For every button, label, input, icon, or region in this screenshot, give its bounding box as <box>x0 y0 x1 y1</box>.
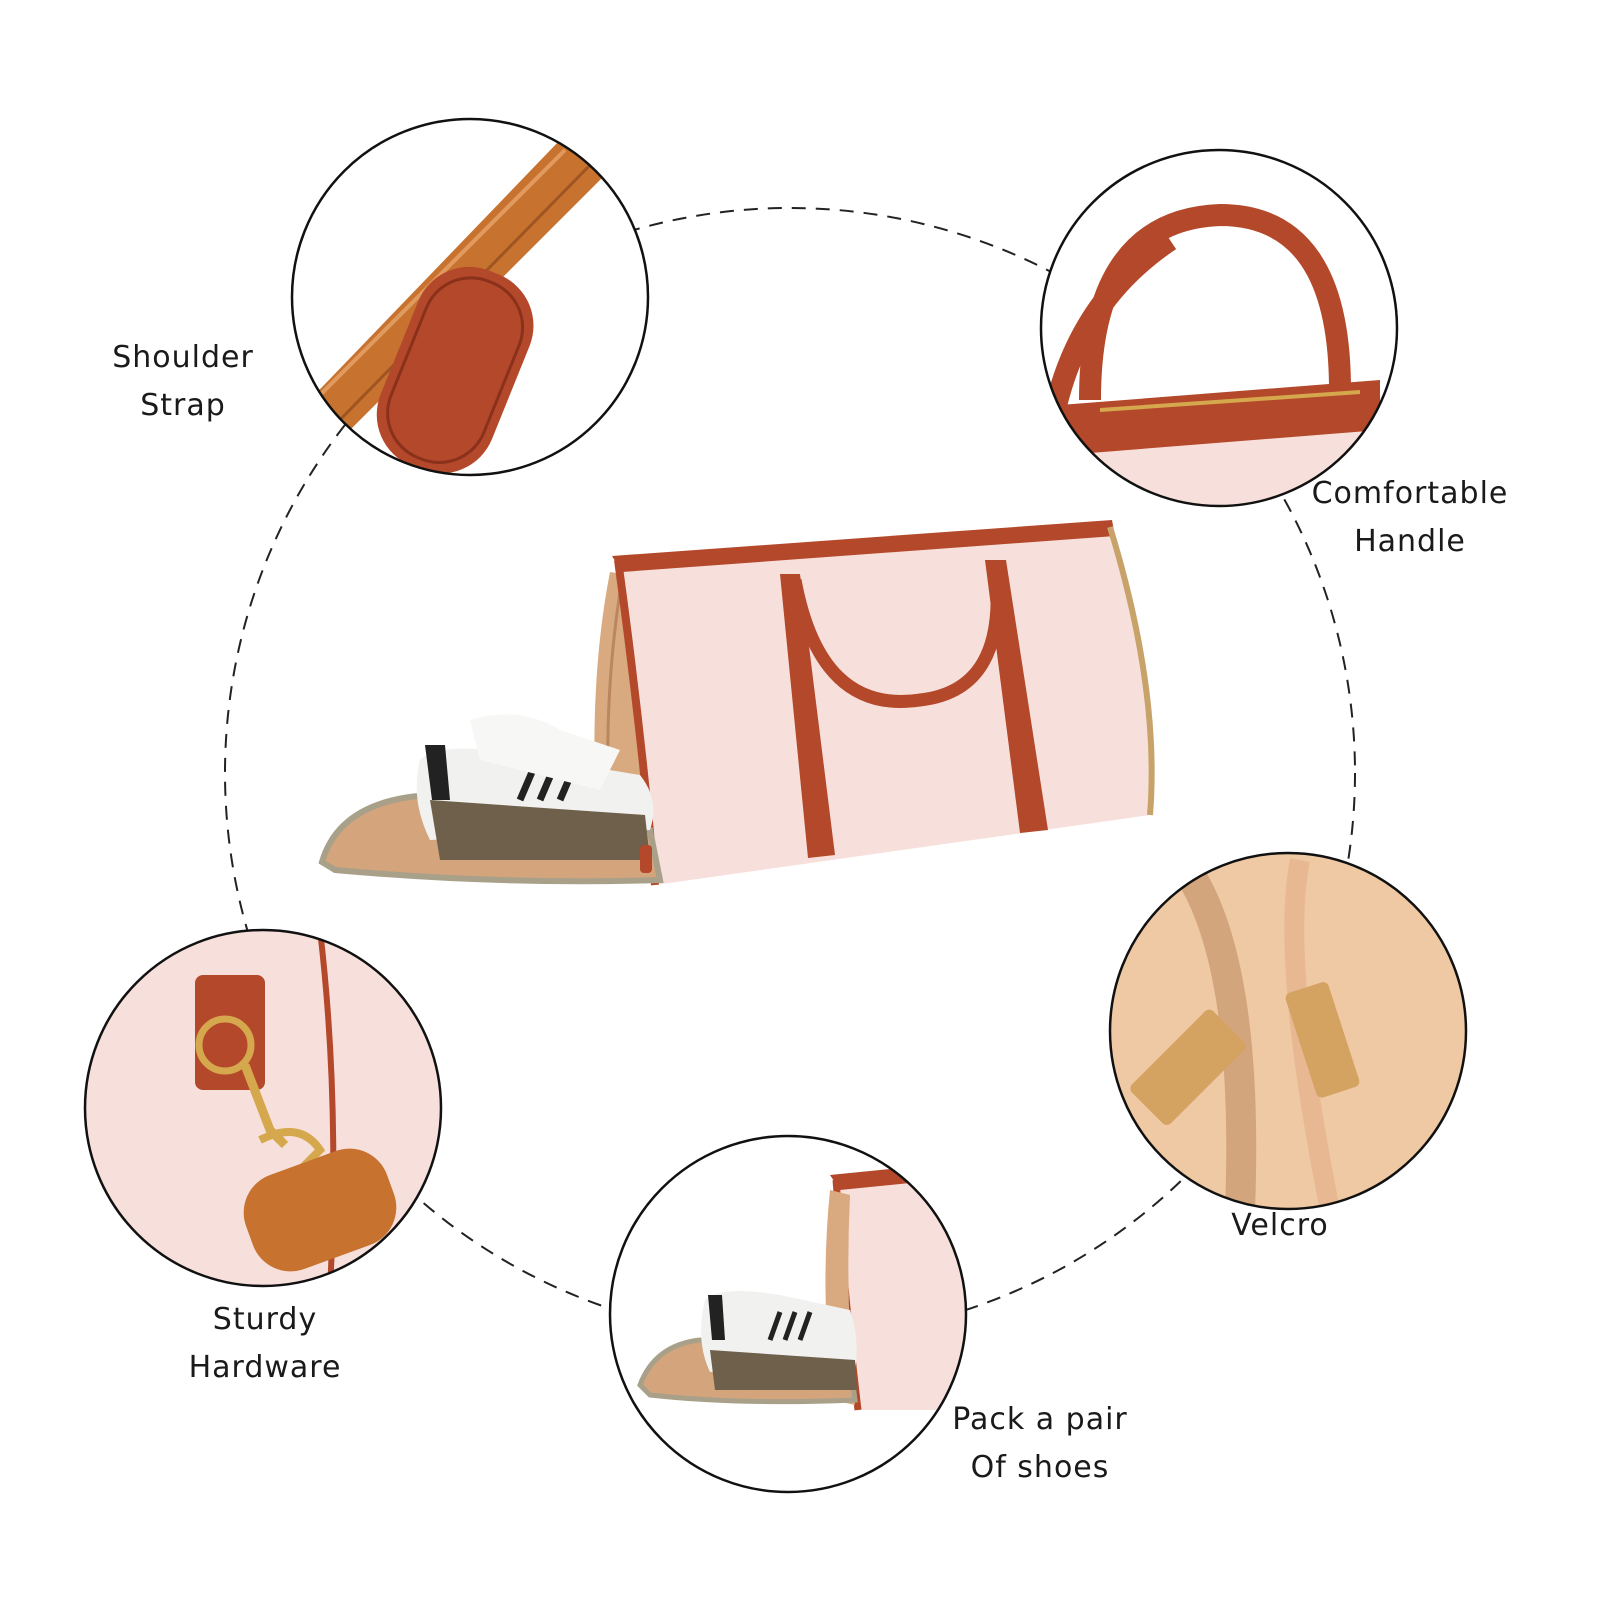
label-line: Velcro <box>1231 1208 1329 1243</box>
hardware-closeup <box>83 928 443 1288</box>
label-line: Pack a pair <box>952 1402 1128 1437</box>
label-line: Strap <box>140 388 226 423</box>
label-line: Comfortable <box>1311 476 1509 511</box>
velcro-closeup <box>1108 851 1468 1211</box>
shoulder-strap-closeup <box>290 117 650 477</box>
label-line: Shoulder <box>112 340 254 375</box>
label-sturdy-hardware: Sturdy Hardware <box>160 1296 370 1392</box>
label-comfortable-handle: Comfortable Handle <box>1300 470 1520 566</box>
duffel-bag-main-image <box>318 520 1155 886</box>
label-line: Sturdy <box>212 1302 318 1337</box>
label-line: Of shoes <box>970 1450 1110 1485</box>
label-shoe-pack: Pack a pair Of shoes <box>925 1396 1155 1492</box>
handle-closeup <box>1039 148 1399 508</box>
label-shoulder-strap: Shoulder Strap <box>88 334 278 430</box>
dashed-guide-ring <box>224 207 1356 1339</box>
sneakers-image <box>416 714 654 860</box>
label-line: Handle <box>1354 524 1466 559</box>
label-line: Hardware <box>188 1350 342 1385</box>
label-velcro: Velcro <box>1195 1202 1365 1250</box>
